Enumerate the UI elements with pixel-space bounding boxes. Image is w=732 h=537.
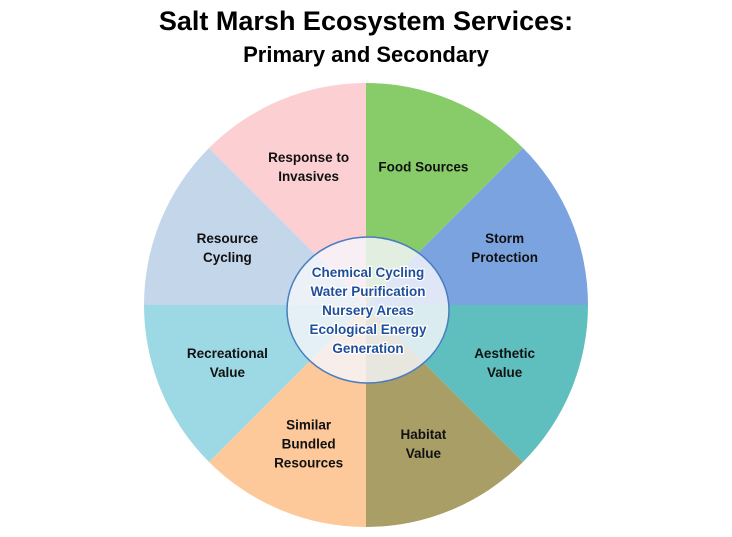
segment-label: Bundled	[282, 437, 336, 452]
segment-label: Resources	[274, 456, 343, 471]
segment-label: Response to	[268, 150, 349, 165]
center-label: Nursery Areas	[322, 303, 414, 318]
segment-label: Value	[406, 446, 442, 461]
diagram-title: Salt Marsh Ecosystem Services:	[158, 6, 574, 36]
segment-label: Similar	[286, 418, 332, 433]
segment-label: Invasives	[278, 169, 339, 184]
segment-label: Food Sources	[378, 159, 468, 174]
center-label: Ecological Energy	[309, 322, 427, 337]
center-label: Generation	[332, 341, 403, 356]
segment-label: Resource	[197, 231, 259, 246]
segment-label: Aesthetic	[474, 346, 535, 361]
segment-label: Habitat	[401, 427, 447, 442]
segment-label: Value	[210, 365, 246, 380]
segment-label: Recreational	[187, 346, 268, 361]
center-label: Water Purification	[310, 284, 425, 299]
segment-label: Cycling	[203, 250, 252, 265]
segment-label: Storm	[485, 231, 524, 246]
diagram-subtitle: Primary and Secondary	[243, 42, 489, 67]
segment-label: Value	[487, 365, 523, 380]
center-circle	[286, 236, 450, 384]
segment-label: Protection	[471, 250, 538, 265]
center-label: Chemical Cycling	[312, 265, 425, 280]
